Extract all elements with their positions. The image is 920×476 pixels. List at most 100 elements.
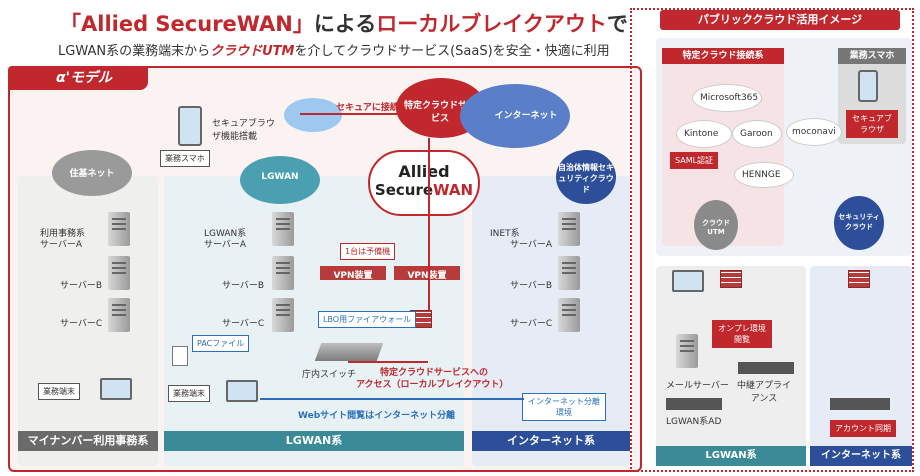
secure-cloud-icon [284,98,342,132]
vpn-device-2 [394,266,460,280]
lgwan-system-label: LGWAN系 [204,229,247,239]
red-uplink-line [428,138,430,310]
moconavi-cloud [786,118,842,146]
access-line1: 特定クラウドサービスへの [380,368,489,378]
mynumber-server-a [108,212,130,246]
standby-note: 1台は予備機 [340,243,396,260]
inet-server-b [558,256,580,290]
hennge-cloud [734,162,794,188]
juki-cloud-label: 住基ネット [69,169,115,179]
specific-cloud-service-label: 特定クラウドサービス [403,101,476,124]
page-subtitle: LGWAN系の業務端末からクラウドUTMを介してクラウドサービス(SaaS)を安… [58,44,610,59]
lgwan-terminal-icon [226,380,258,402]
inet-system-label: INET系 [490,229,520,239]
allied-securewan-logo: Allied SecureWAN [368,150,480,216]
mynumber-panel [18,176,158,466]
cloud-utm-label: クラウドUTM [702,219,730,236]
right-inet-firewall [848,270,870,288]
logo-line1: Allied [398,162,450,181]
mynumber-server-c [108,298,130,332]
relay-appliance-label: 中継アプライアンス [736,381,791,404]
kintone-cloud [676,120,732,148]
vpn-device-2-label: VPN装置 [407,271,447,281]
garoon-cloud [732,120,782,148]
inet-server-c-label: サーバーC [510,319,553,329]
office-switch-label: 庁内スイッチ [302,370,357,380]
vpn-device-1 [320,266,386,280]
vpn-device-1-label: VPN装置 [333,271,373,281]
security-cloud-icon [834,196,884,250]
inet-server-a [558,212,580,246]
secure-browser-label: セキュアブラウザ機能搭載 [212,119,275,142]
secure-connect-label: セキュアに接続 [336,103,399,113]
pac-file-label: PACファイル [192,335,250,352]
right-secure-browser-label: セキュアブラウザ [846,110,898,138]
public-cloud-header: パブリッククラウド活用イメージ [660,10,900,30]
security-cloud-label: セキュリティクラウド [838,213,880,231]
internet-cloud-label: インターネット [494,111,558,121]
cloud-utm-icon [694,200,738,250]
self-security-cloud-icon [556,150,616,204]
lgwan-server-c [272,298,294,332]
microsoft365-label: Microsoft365 [700,93,759,103]
mail-server-label: メールサーバー [666,381,729,391]
blue-isolation-line [260,398,524,400]
mynumber-server-a-label: サーバーA [40,240,83,250]
mynumber-server-c-label: サーバーC [60,319,103,329]
specific-cloud-conn-label: 特定クラウド接続系 [662,48,784,64]
mynumber-server-b-label: サーバーB [60,281,103,291]
access-line2: アクセス（ローカルブレイクアウト） [356,380,509,390]
internet-footer: インターネット系 [472,431,630,451]
right-lgwan-footer: LGWAN系 [656,446,806,466]
red-switch-line [348,361,428,363]
lgwan-server-b [272,256,294,290]
office-switch-icon [314,343,384,361]
lgwan-server-a-label: サーバーA [204,240,247,250]
logo-wan: WAN [433,181,474,199]
inet-appliance-icon [830,398,890,410]
lgwan-server-c-label: サーバーC [222,319,265,329]
lgwan-ad-icon [666,398,722,410]
right-lgwan-firewall [720,270,742,288]
lgwan-footer: LGWAN系 [164,431,464,451]
alpha-model-tab: α'モデル [8,66,148,90]
right-phone-icon [858,70,878,102]
inet-server-a-label: サーバーA [510,240,553,250]
mynumber-terminal-label: 業務端末 [38,383,80,400]
relay-appliance-icon [738,362,794,374]
inet-server-b-label: サーバーB [510,281,553,291]
hennge-label: HENNGE [742,170,781,180]
internet-isolation-label: インターネット分離環境 [522,393,606,421]
inet-server-c [558,298,580,332]
business-phone-label: 業務スマホ [160,150,210,167]
right-lgwan-pc-icon [672,270,704,292]
logo-secure: Secure [374,181,434,199]
mynumber-server-b [108,256,130,290]
account-sync-badge: アカウント同期 [830,420,896,437]
business-phone-icon [178,106,202,146]
lgwan-server-a [272,212,294,246]
microsoft365-cloud [692,84,762,112]
lbo-firewall-label: LBO用ファイアウォール [318,311,417,328]
moconavi-label: moconavi [792,127,836,137]
self-security-cloud-label: 自治体情報セキュリティクラウド [558,163,614,194]
mynumber-site-label: 利用事務系 [40,229,86,239]
right-inet-footer: インターネット系 [810,446,912,466]
mynumber-terminal-icon [100,378,132,400]
web-isolation-note: Webサイト閲覧はインターネット分離 [298,411,456,421]
saml-badge: SAML認証 [670,152,719,169]
page-title: 「Allied SecureWAN」によるローカルブレイクアウトで [60,12,628,36]
public-cloud-frame [630,8,914,472]
onpre-badge: オンプレ環境閲覧 [712,320,772,348]
internet-cloud-icon [460,84,570,148]
lgwan-server-b-label: サーバーB [222,281,265,291]
kintone-label: Kintone [684,129,719,139]
mynumber-footer: マイナンバー利用事務系 [18,431,158,451]
lgwan-cloud-icon [240,156,320,204]
lgwan-ad-label: LGWAN系AD [666,417,722,427]
juki-cloud-icon [52,150,132,196]
pac-file-icon [172,346,188,366]
secure-connect-arrow [300,113,410,115]
right-phone-label: 業務スマホ [838,48,906,64]
lgwan-cloud-label: LGWAN [261,172,299,182]
